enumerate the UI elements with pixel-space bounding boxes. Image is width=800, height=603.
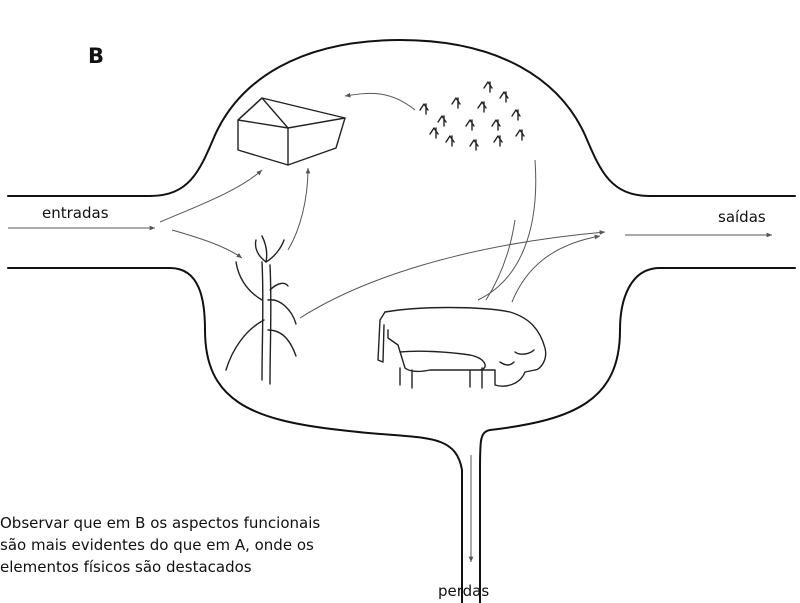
crop-to-output-arrow: [299, 230, 606, 319]
cow-to-plants-arrow: [485, 219, 516, 301]
caption-line-3: elementos físicos são destacados: [0, 558, 252, 576]
caption-line-2: são mais evidentes do que em A, onde os: [0, 536, 314, 554]
house-illustration: [237, 97, 346, 166]
panel-label: B: [88, 44, 105, 68]
caption-line-1: Observar que em B os aspectos funcionais: [0, 514, 321, 532]
plants-illustration: [419, 81, 525, 151]
corn-plant-illustration: [225, 235, 297, 385]
cow-to-output-arrow: [511, 234, 601, 303]
plants-to-house-arrow: [344, 92, 416, 111]
input-to-crop-arrow: [171, 229, 243, 259]
input-to-house-arrow: [159, 169, 263, 223]
inputs-label: entradas: [42, 204, 109, 222]
outputs-label: saídas: [718, 208, 766, 226]
crop-to-house-arrow: [287, 167, 311, 251]
plants-to-cow-arrow: [477, 159, 537, 301]
cow-illustration: [377, 306, 547, 389]
system-boundary-bottom-left: [7, 267, 463, 603]
caption-text: Observar que em B os aspectos funcionais…: [0, 512, 320, 578]
system-boundary-top: [7, 38, 796, 197]
losses-label: perdas: [438, 582, 490, 600]
system-boundary-bottom-right: [479, 267, 796, 603]
